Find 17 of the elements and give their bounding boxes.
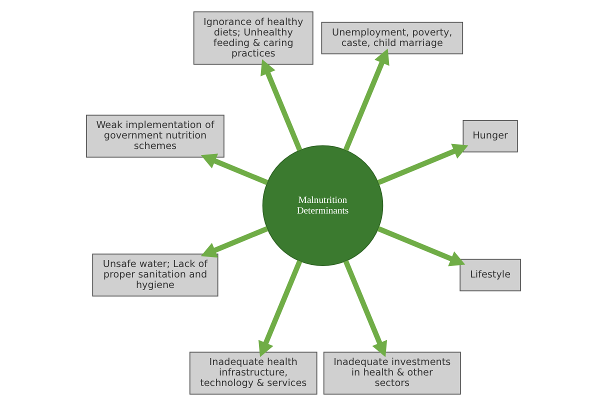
node-box: Unsafe water; Lack of proper sanitation and hygiene — [92, 254, 218, 296]
node-box: Lifestyle — [459, 258, 520, 292]
arrow — [376, 144, 468, 186]
node-box: Inadequate health infrastructure, technology & services — [188, 352, 317, 395]
arrow — [342, 260, 387, 358]
node-box: Weak implementation of government nutrition schemes — [86, 114, 224, 158]
node-box: Unemployment, poverty, caste, child marriage — [320, 22, 463, 54]
node-circle: Malnutrition Determinants — [262, 145, 383, 266]
arrow — [342, 48, 389, 152]
arrow — [376, 226, 465, 266]
arrow — [200, 226, 268, 258]
node-box: Ignorance of healthy diets; Unhealthy feeding & caring practices — [192, 11, 313, 65]
node-box: Hunger — [462, 120, 518, 152]
arrow — [260, 59, 302, 152]
arrow — [258, 260, 302, 358]
node-box: Inadequate investments in health & other sectors — [322, 352, 460, 395]
arrow — [200, 154, 268, 186]
